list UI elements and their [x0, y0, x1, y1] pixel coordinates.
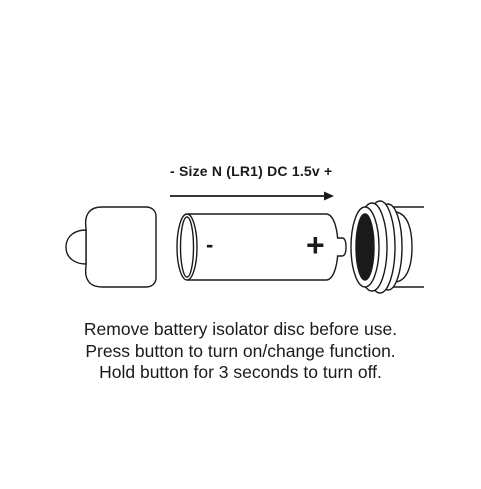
battery-cavity: [355, 213, 375, 281]
instruction-line: Hold button for 3 seconds to turn off.: [99, 362, 382, 382]
battery-plus-sign: +: [306, 227, 325, 263]
insertion-arrow: [170, 191, 334, 201]
battery-size-label: - Size N (LR1) DC 1.5v +: [170, 163, 333, 179]
positive-terminal: [337, 237, 347, 257]
power-button: [65, 229, 87, 265]
instruction-line: Press button to turn on/change function.: [85, 340, 396, 361]
instructions: Remove battery isolator disc before use.…: [0, 319, 481, 384]
vibrator-body: [350, 200, 424, 294]
battery-minus-sign: -: [206, 232, 213, 257]
end-cap: [65, 206, 157, 288]
instruction-line: Remove battery isolator disc before use.: [83, 319, 398, 339]
n-size-battery: [176, 213, 347, 281]
